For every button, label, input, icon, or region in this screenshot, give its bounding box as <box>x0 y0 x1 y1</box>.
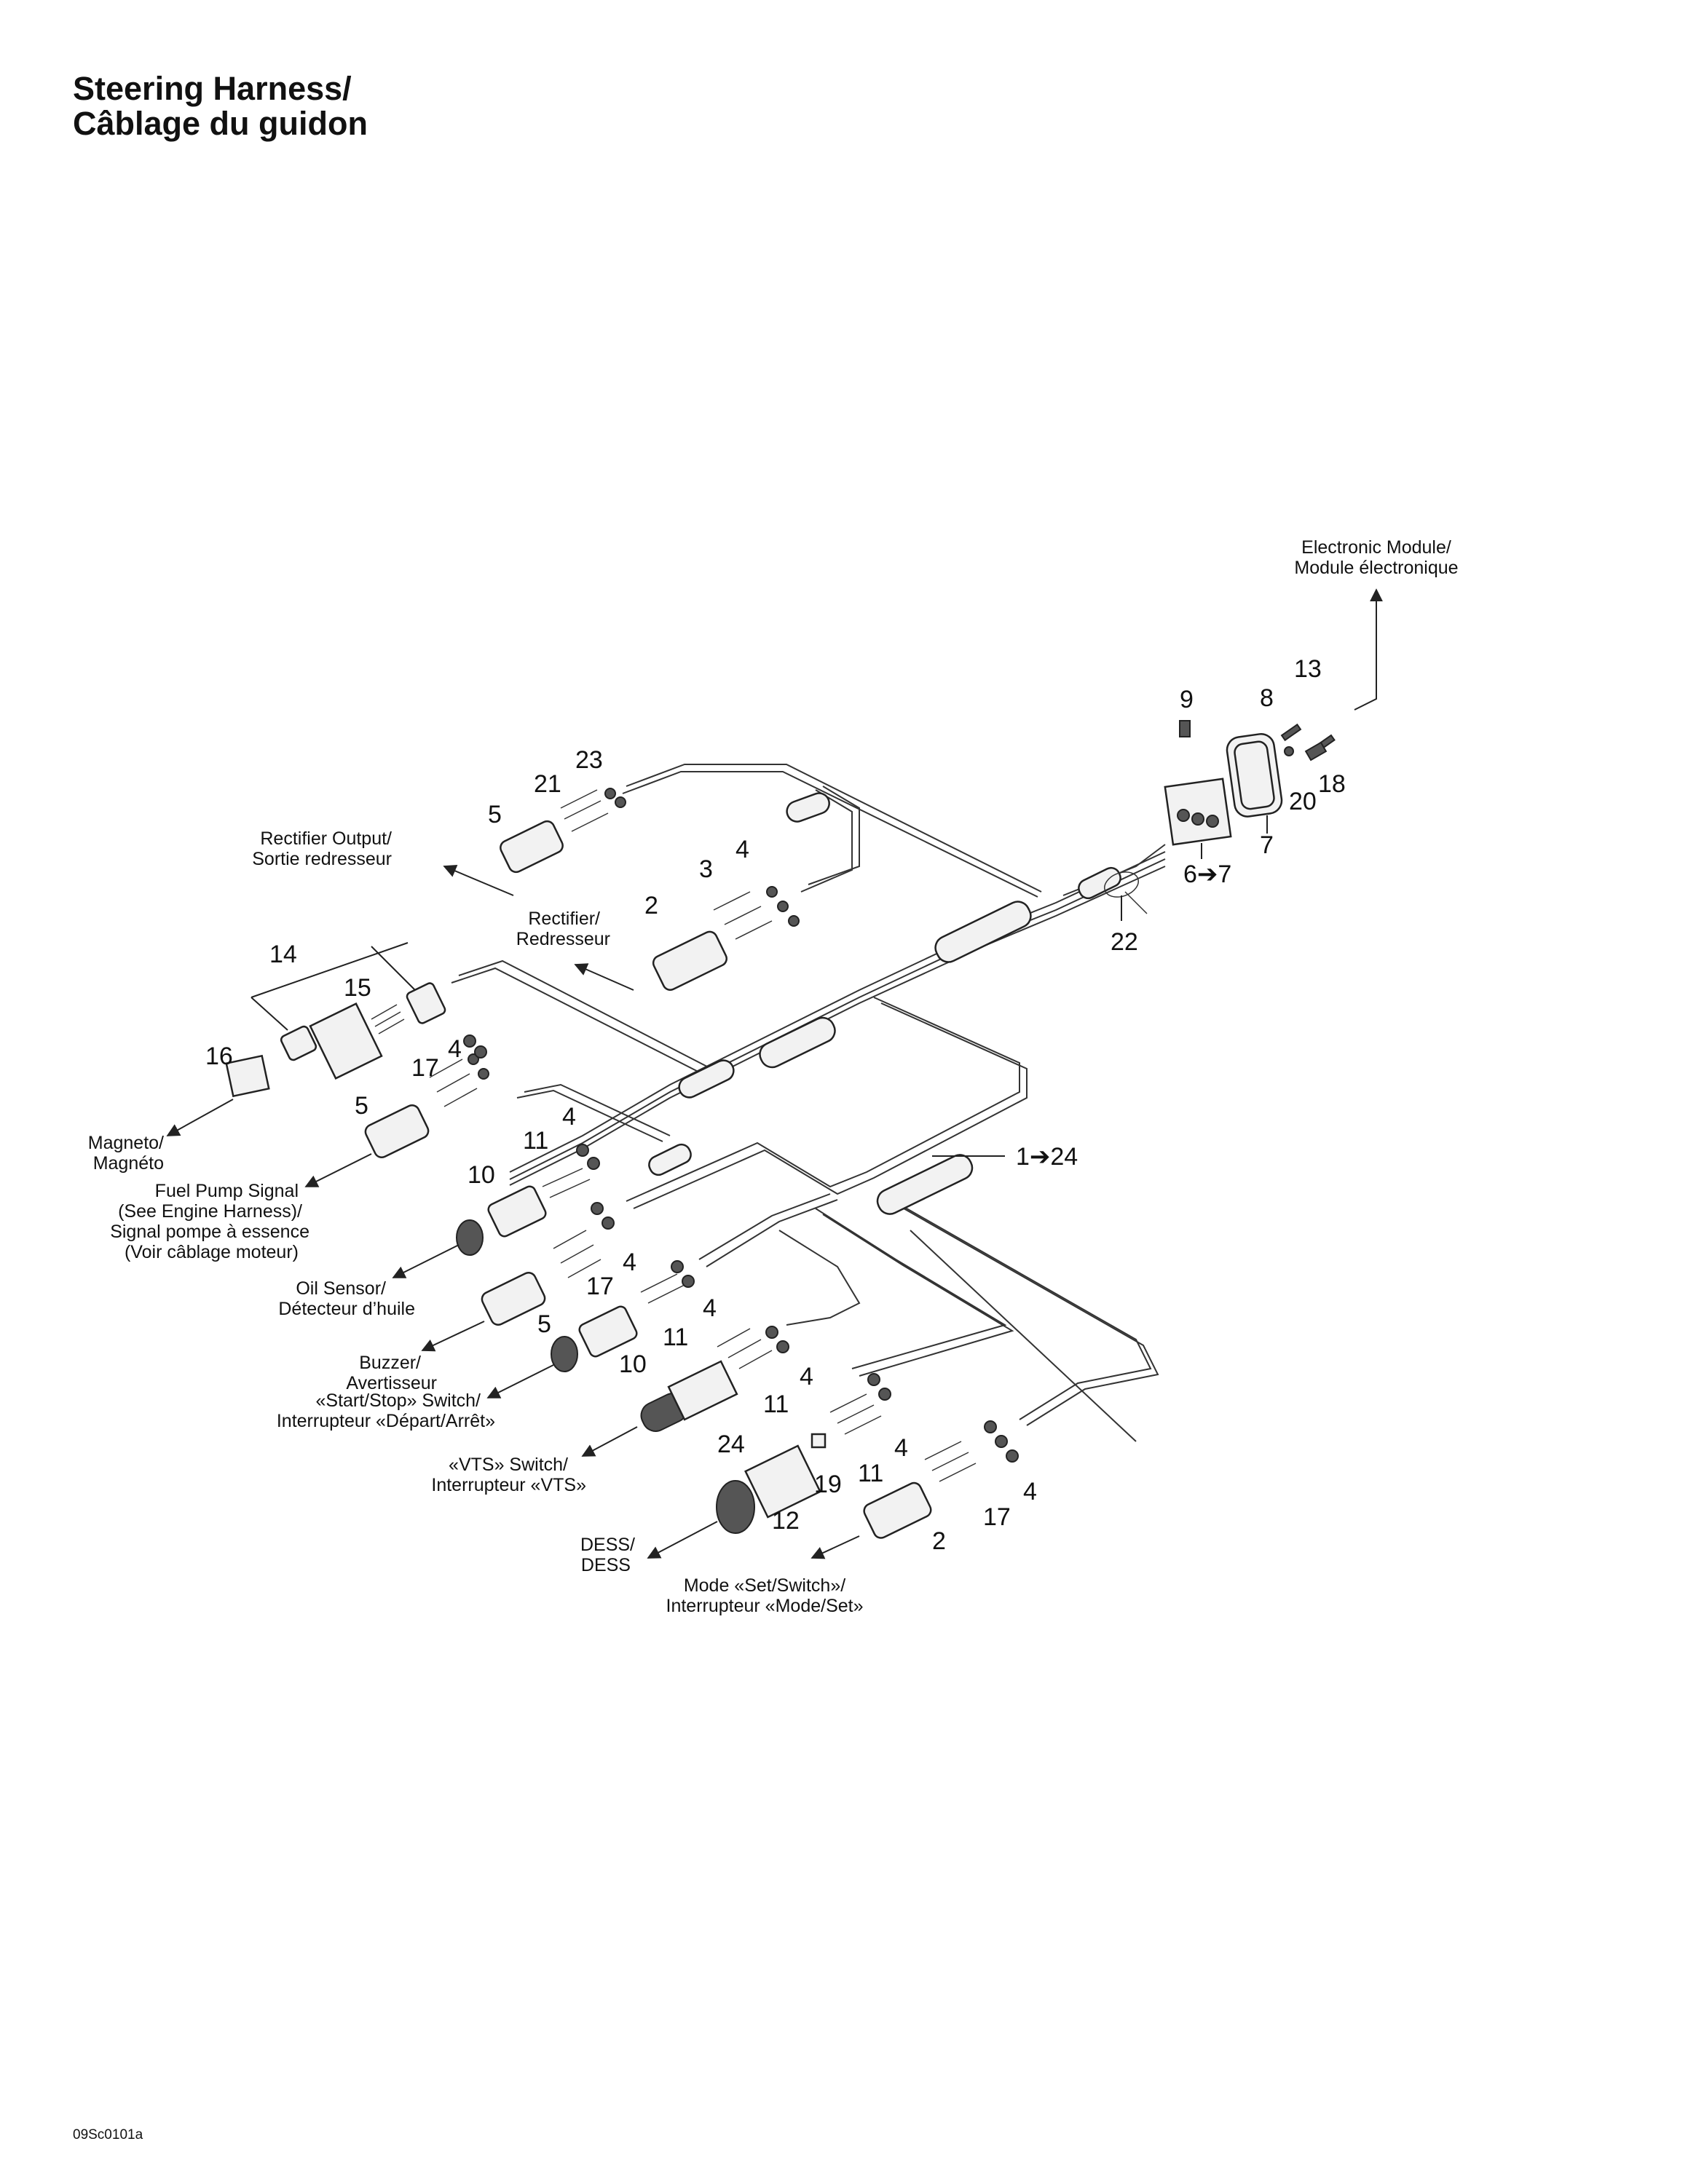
cable-tie <box>1104 871 1148 914</box>
svg-text:Rectifier/: Rectifier/ <box>528 909 600 929</box>
svg-text:«VTS» Switch/: «VTS» Switch/ <box>449 1455 568 1475</box>
callout-21: 21 <box>534 770 561 798</box>
svg-text:Module électronique: Module électronique <box>1294 558 1458 578</box>
callout-17-mid: 17 <box>586 1273 614 1300</box>
rectifier-connector <box>652 886 800 991</box>
electronic-module-connector <box>1164 720 1336 846</box>
callout-17-top: 17 <box>411 1054 439 1082</box>
callout-11-c: 11 <box>763 1390 789 1418</box>
svg-text:DESS/: DESS/ <box>580 1535 635 1555</box>
title-line-english: Steering Harness/ <box>73 70 352 107</box>
svg-text:Mode «Set/Switch»/: Mode «Set/Switch»/ <box>684 1575 845 1596</box>
callout-22: 22 <box>1111 928 1138 956</box>
title-line-french: Câblage du guidon <box>73 105 368 142</box>
callout-4-bottom: 4 <box>1023 1478 1037 1506</box>
svg-text:Fuel Pump Signal: Fuel Pump Signal <box>155 1181 299 1201</box>
callout-4-mid: 4 <box>623 1249 636 1276</box>
callout-10-b: 10 <box>619 1350 647 1378</box>
callout-2-bottom: 2 <box>932 1527 946 1555</box>
svg-text:Interrupteur «Mode/Set»: Interrupteur «Mode/Set» <box>666 1596 864 1616</box>
dess-connector <box>716 1393 882 1534</box>
label-start-stop: «Start/Stop» Switch/ Interrupteur «Dépar… <box>277 1390 495 1431</box>
svg-text:Sortie redresseur: Sortie redresseur <box>252 849 392 869</box>
svg-text:Interrupteur «Départ/Arrêt»: Interrupteur «Départ/Arrêt» <box>277 1411 495 1431</box>
seal-group <box>463 1034 1019 1463</box>
svg-text:Détecteur d’huile: Détecteur d’huile <box>278 1299 415 1319</box>
svg-text:Magnéto: Magnéto <box>93 1153 164 1174</box>
fuel-pump-connector <box>364 1053 489 1158</box>
label-fuel-pump: Fuel Pump Signal (See Engine Harness)/ S… <box>110 1181 309 1262</box>
svg-text:Oil Sensor/: Oil Sensor/ <box>296 1278 386 1299</box>
label-vts: «VTS» Switch/ Interrupteur «VTS» <box>431 1455 586 1495</box>
label-rectifier-output: Rectifier Output/ Sortie redresseur <box>252 828 392 869</box>
callout-4-buzzer: 4 <box>800 1363 813 1390</box>
callout-9: 9 <box>1180 686 1194 713</box>
label-oil-sensor: Oil Sensor/ Détecteur d’huile <box>278 1278 415 1319</box>
callout-4-vts: 4 <box>894 1434 908 1462</box>
svg-text:DESS: DESS <box>581 1555 631 1575</box>
callout-11-a: 11 <box>523 1127 548 1155</box>
drawing-code: 09Sc0101a <box>73 2127 143 2143</box>
callout-11-b: 11 <box>663 1324 688 1351</box>
mode-set-connector <box>863 1441 977 1539</box>
callout-11-d: 11 <box>858 1460 883 1487</box>
callout-8: 8 <box>1260 684 1274 712</box>
svg-text:Interrupteur «VTS»: Interrupteur «VTS» <box>431 1475 586 1495</box>
leader-lines <box>166 588 1383 1559</box>
callout-1-24: 1➔24 <box>1016 1143 1078 1171</box>
svg-text:(Voir câblage moteur): (Voir câblage moteur) <box>125 1242 299 1262</box>
callout-6-7: 6➔7 <box>1183 860 1231 888</box>
svg-text:(See Engine Harness)/: (See Engine Harness)/ <box>118 1201 302 1222</box>
callout-13: 13 <box>1294 655 1322 683</box>
callout-4-top: 4 <box>735 836 749 863</box>
label-rectifier: Rectifier/ Redresseur <box>516 909 610 949</box>
callout-15: 15 <box>344 974 371 1002</box>
callout-19: 19 <box>814 1471 842 1498</box>
vts-switch-connector <box>640 1328 773 1432</box>
callout-12: 12 <box>772 1507 800 1535</box>
label-dess: DESS/ DESS <box>580 1535 635 1575</box>
callout-24: 24 <box>717 1431 745 1458</box>
callout-20: 20 <box>1289 788 1317 815</box>
wire-trunk <box>451 764 1166 1442</box>
callout-3: 3 <box>699 855 713 883</box>
svg-text:Rectifier Output/: Rectifier Output/ <box>260 828 392 849</box>
callout-23: 23 <box>575 746 603 774</box>
svg-text:Avertisseur: Avertisseur <box>346 1373 437 1393</box>
callout-14: 14 <box>269 941 297 968</box>
svg-text:Buzzer/: Buzzer/ <box>359 1353 421 1373</box>
label-electronic-module: Electronic Module/ Module électronique <box>1294 537 1458 578</box>
callout-7: 7 <box>1260 831 1274 859</box>
callout-4-magneto: 4 <box>448 1035 462 1063</box>
svg-text:Magneto/: Magneto/ <box>88 1133 164 1153</box>
callout-4-fuel: 4 <box>562 1103 576 1131</box>
callout-5-fuel: 5 <box>355 1092 368 1120</box>
label-mode-set: Mode «Set/Switch»/ Interrupteur «Mode/Se… <box>666 1575 864 1616</box>
callout-18: 18 <box>1318 770 1346 798</box>
buzzer-connector <box>481 1230 602 1326</box>
label-magneto: Magneto/ Magnéto <box>88 1133 164 1174</box>
svg-text:Redresseur: Redresseur <box>516 929 610 949</box>
svg-text:«Start/Stop» Switch/: «Start/Stop» Switch/ <box>315 1390 481 1411</box>
page-title: Steering Harness/ Câblage du guidon <box>73 71 368 141</box>
svg-text:Signal pompe à essence: Signal pompe à essence <box>110 1222 309 1242</box>
svg-text:Electronic Module/: Electronic Module/ <box>1301 537 1451 558</box>
callout-numbers: 9 8 13 20 18 7 6➔7 22 23 21 5 4 3 2 14 1… <box>205 655 1346 1555</box>
start-stop-connector <box>551 1273 685 1372</box>
magneto-connector <box>225 982 446 1098</box>
label-buzzer: Buzzer/ Avertisseur <box>346 1353 437 1393</box>
callout-4-oil: 4 <box>703 1294 717 1322</box>
oil-sensor-connector <box>456 1168 591 1256</box>
callout-5-top: 5 <box>488 801 502 828</box>
callout-16: 16 <box>205 1042 233 1070</box>
callout-5-oil: 5 <box>537 1310 551 1338</box>
callout-10-a: 10 <box>468 1161 495 1189</box>
callout-2-top: 2 <box>644 892 658 919</box>
rectifier-output-connector <box>500 788 626 874</box>
callout-17-bottom: 17 <box>983 1503 1011 1531</box>
